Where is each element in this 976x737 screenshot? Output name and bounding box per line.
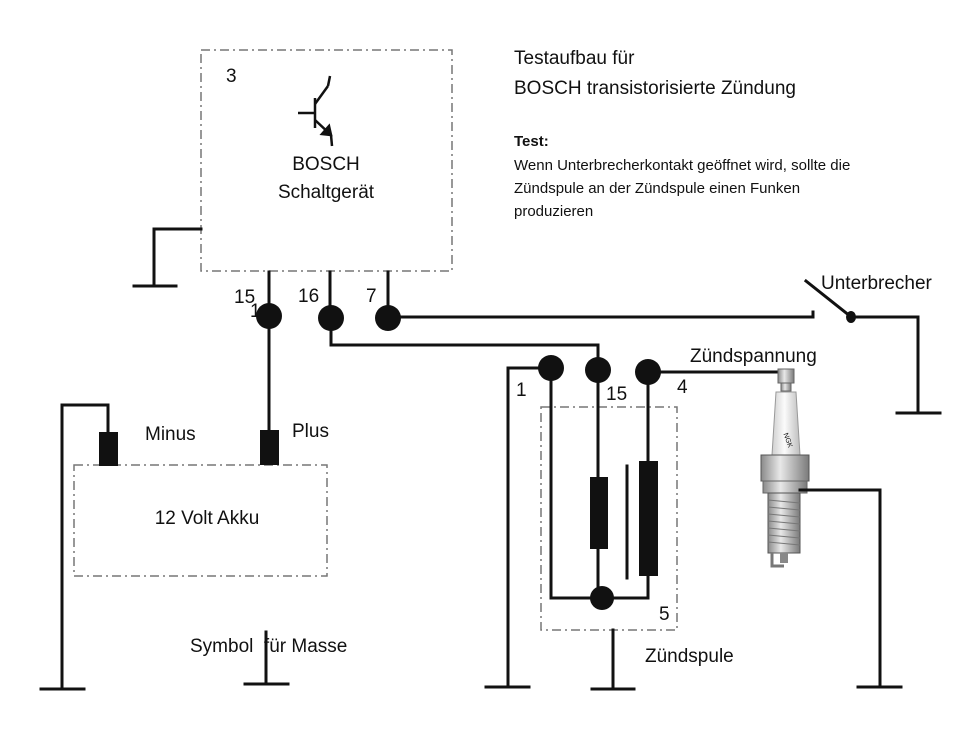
pin-label-15-sub: 1 (250, 301, 261, 322)
test-text-line-3: produzieren (514, 203, 593, 220)
coil-terminal-label-15: 15 (606, 384, 627, 405)
spark-plug: NGK (760, 368, 903, 689)
battery-plus-label: Plus (292, 421, 329, 442)
battery-label: 12 Volt Akku (155, 508, 260, 529)
coil-label: Zündspule (645, 646, 734, 667)
battery: Minus Plus 12 Volt Akku (39, 403, 329, 691)
secondary-winding (639, 461, 658, 576)
pin-label-16: 16 (298, 286, 319, 307)
control-unit-ground (132, 227, 203, 288)
transistor-icon (298, 75, 334, 147)
spark-plug-brand: NGK (782, 432, 794, 449)
test-heading: Test: (514, 133, 549, 150)
control-unit: 3 BOSCH Schaltgerät (132, 49, 453, 288)
ignition-coil: 1 15 4 5 Zündspule (484, 355, 734, 691)
test-text-line-1: Wenn Unterbrecherkontakt geöffnet wird, … (514, 157, 850, 174)
ground-symbol-legend: Symbol für Masse (190, 630, 347, 686)
coil-terminal-label-1: 1 (516, 380, 527, 401)
coil-number: 5 (659, 604, 670, 625)
pin-label-15: 15 (234, 287, 255, 308)
battery-plus-terminal (260, 430, 279, 465)
battery-minus-terminal (99, 432, 118, 466)
ignition-coil-box (540, 406, 678, 631)
test-text-line-2: Zündspule an der Zündspule einen Funken (514, 180, 800, 197)
title-line-1: Testaufbau für (514, 48, 635, 69)
wire-pin7-breaker (386, 310, 815, 319)
control-unit-box (200, 49, 453, 272)
primary-winding (590, 477, 608, 549)
ignition-voltage-label: Zündspannung (690, 346, 817, 367)
control-unit-number: 3 (226, 66, 237, 87)
control-unit-name-line-1: BOSCH (292, 154, 360, 175)
breaker-switch: Unterbrecher (803, 273, 942, 415)
ground-symbol-label: Symbol für Masse (190, 636, 347, 657)
title-line-2: BOSCH transistorisierte Zündung (514, 78, 796, 99)
control-unit-name-line-2: Schaltgerät (278, 182, 375, 203)
battery-box (73, 464, 328, 577)
coil-junction-dot (590, 586, 614, 610)
breaker-label: Unterbrecher (821, 273, 933, 294)
control-unit-pins: 15 1 16 7 (234, 270, 401, 331)
pin-label-7: 7 (366, 286, 377, 307)
battery-minus-label: Minus (145, 424, 196, 445)
coil-terminal-label-4: 4 (677, 377, 688, 398)
